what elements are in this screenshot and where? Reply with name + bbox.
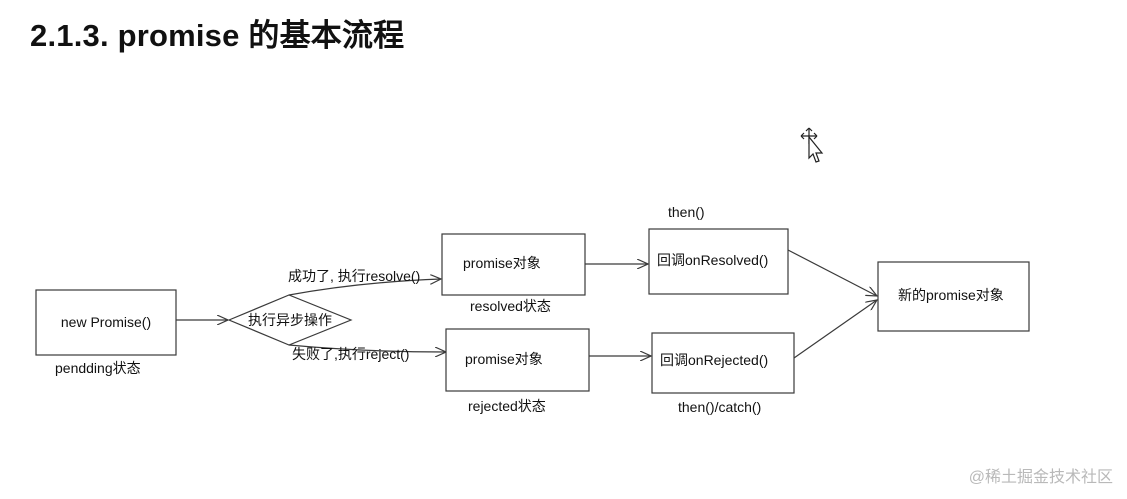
edge-async-to-rejected xyxy=(288,344,446,352)
node-new-promise-result-label: 新的promise对象 xyxy=(898,287,1004,303)
node-async-operation: 执行异步操作 xyxy=(227,294,353,346)
success-edge-label: 成功了, 执行resolve() xyxy=(288,268,420,284)
node-promise-resolved: promise对象 xyxy=(441,233,586,296)
node-new-promise-label: new Promise() xyxy=(61,314,151,330)
node-new-promise-result: 新的promise对象 xyxy=(877,261,1030,332)
watermark: @稀土掘金技术社区 xyxy=(968,469,1113,486)
then-label: then() xyxy=(668,204,705,220)
node-onresolved-label: 回调onResolved() xyxy=(657,252,768,268)
node-promise-rejected: promise对象 xyxy=(445,328,590,392)
node-promise-rejected-label: promise对象 xyxy=(465,351,543,367)
node-onrejected-label: 回调onRejected() xyxy=(660,352,768,368)
move-cursor-icon xyxy=(800,127,824,163)
fail-edge-label: 失败了,执行reject() xyxy=(292,346,409,362)
rejected-state-label: rejected状态 xyxy=(468,398,546,414)
node-onresolved: 回调onResolved() xyxy=(648,228,789,295)
page-title: 2.1.3. promise 的基本流程 xyxy=(30,18,405,53)
edge-onrejected-to-new-promise xyxy=(793,300,877,359)
node-new-promise: new Promise() xyxy=(35,289,177,356)
node-onrejected: 回调onRejected() xyxy=(651,332,795,394)
then-catch-label: then()/catch() xyxy=(678,399,761,415)
node-async-operation-label: 执行异步操作 xyxy=(248,312,332,328)
pending-state-label: pendding状态 xyxy=(55,360,141,376)
edge-onresolved-to-new-promise xyxy=(787,249,877,296)
resolved-state-label: resolved状态 xyxy=(470,298,551,314)
edge-async-to-resolved xyxy=(288,279,441,296)
node-promise-resolved-label: promise对象 xyxy=(463,255,541,271)
